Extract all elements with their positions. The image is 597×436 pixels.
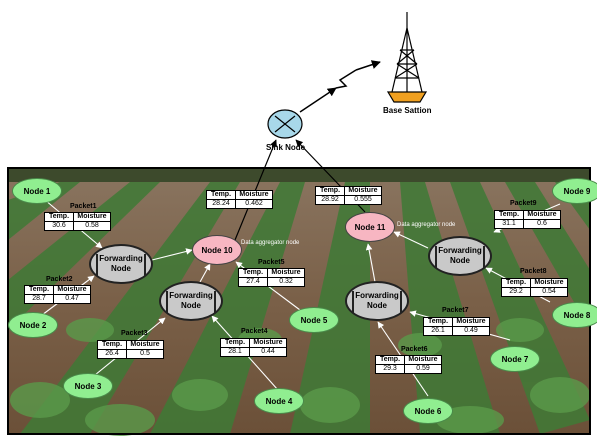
value-moisture: 0.462 (235, 199, 273, 209)
value-temp: 28.24 (206, 199, 236, 209)
value-moisture: 0.555 (344, 195, 382, 205)
header-temp: Temp. (24, 285, 54, 295)
forwarding-label: Forwarding Node (99, 254, 143, 273)
sensor-node-9: Node 9 (552, 178, 597, 204)
sensor-node-8: Node 8 (552, 302, 597, 328)
value-temp: 30.6 (44, 221, 74, 231)
value-temp: 29.2 (501, 287, 531, 297)
base-station-label: Base Sattion (383, 106, 432, 115)
sensor-node-6: Node 6 (403, 398, 453, 424)
header-moisture: Moisture (404, 355, 442, 365)
aggregator-caption-11: Data aggregator node (397, 222, 456, 228)
forwarding-node-4: Forwarding Node (428, 236, 492, 276)
sensor-node-4: Node 4 (254, 388, 304, 414)
header-temp: Temp. (206, 190, 236, 200)
packet-label-6: Packet6 (401, 346, 428, 353)
value-moisture: 0.54 (530, 287, 568, 297)
value-temp: 31.1 (494, 219, 524, 229)
value-temp: 29.3 (375, 364, 405, 374)
packet-label-9: Packet9 (510, 200, 537, 207)
sink-node-icon (267, 109, 303, 139)
header-temp: Temp. (97, 340, 127, 350)
packet-label-8: Packet8 (520, 268, 547, 275)
header-temp: Temp. (423, 317, 453, 327)
forwarding-label: Forwarding Node (438, 246, 482, 265)
header-moisture: Moisture (530, 278, 568, 288)
forwarding-node-2: Forwarding Node (159, 281, 223, 321)
arrow-fwd3-agg11 (365, 243, 376, 283)
forwarding-node-3: Forwarding Node (345, 281, 409, 321)
value-moisture: 0.47 (53, 294, 91, 304)
value-moisture: 0.58 (73, 221, 111, 231)
wireless-link (299, 60, 381, 113)
value-moisture: 0.32 (267, 277, 305, 287)
value-temp: 26.4 (97, 349, 127, 359)
aggregator-caption-10: Data aggregator node (241, 240, 300, 246)
value-moisture: 0.49 (452, 326, 490, 336)
sensor-node-3: Node 3 (63, 373, 113, 399)
arrow-fwd1-agg10 (151, 248, 193, 261)
value-moisture: 0.6 (523, 219, 561, 229)
value-temp: 28.1 (220, 347, 250, 357)
header-moisture: Moisture (126, 340, 164, 350)
aggregator-node-10: Node 10 (192, 235, 242, 265)
header-moisture: Moisture (452, 317, 490, 327)
sensor-node-2: Node 2 (8, 312, 58, 338)
header-moisture: Moisture (267, 268, 305, 278)
header-temp: Temp. (220, 338, 250, 348)
value-temp: 28.92 (315, 195, 345, 205)
packet-label-7: Packet7 (442, 307, 469, 314)
forwarding-label: Forwarding Node (355, 291, 399, 310)
tower-icon (386, 12, 428, 103)
packet-label-2: Packet2 (46, 276, 73, 283)
arrow-fwd2-agg10 (199, 263, 211, 283)
value-temp: 27.4 (238, 277, 268, 287)
packet-label-3: Packet3 (121, 330, 148, 337)
header-moisture: Moisture (235, 190, 273, 200)
sink-node-label: Sink Node (266, 143, 306, 152)
value-moisture: 0.44 (249, 347, 287, 357)
header-temp: Temp. (501, 278, 531, 288)
aggregator-node-11: Node 11 (345, 212, 395, 242)
value-temp: 26.1 (423, 326, 453, 336)
header-temp: Temp. (315, 186, 345, 196)
header-temp: Temp. (375, 355, 405, 365)
packet-label-5: Packet5 (258, 259, 285, 266)
value-moisture: 0.59 (404, 364, 442, 374)
header-temp: Temp. (238, 268, 268, 278)
sensor-node-5: Node 5 (289, 307, 339, 333)
sensor-node-7: Node 7 (490, 346, 540, 372)
packet-label-1: Packet1 (70, 203, 97, 210)
packet-label-4: Packet4 (241, 328, 268, 335)
header-moisture: Moisture (523, 210, 561, 220)
value-moisture: 0.5 (126, 349, 164, 359)
arrow-fwd4-agg11 (393, 231, 429, 249)
sensor-node-1: Node 1 (12, 178, 62, 204)
value-temp: 28.7 (24, 294, 54, 304)
header-temp: Temp. (44, 212, 74, 222)
header-temp: Temp. (494, 210, 524, 220)
header-moisture: Moisture (344, 186, 382, 196)
header-moisture: Moisture (73, 212, 111, 222)
forwarding-node-1: Forwarding Node (89, 244, 153, 284)
header-moisture: Moisture (53, 285, 91, 295)
header-moisture: Moisture (249, 338, 287, 348)
forwarding-label: Forwarding Node (169, 291, 213, 310)
